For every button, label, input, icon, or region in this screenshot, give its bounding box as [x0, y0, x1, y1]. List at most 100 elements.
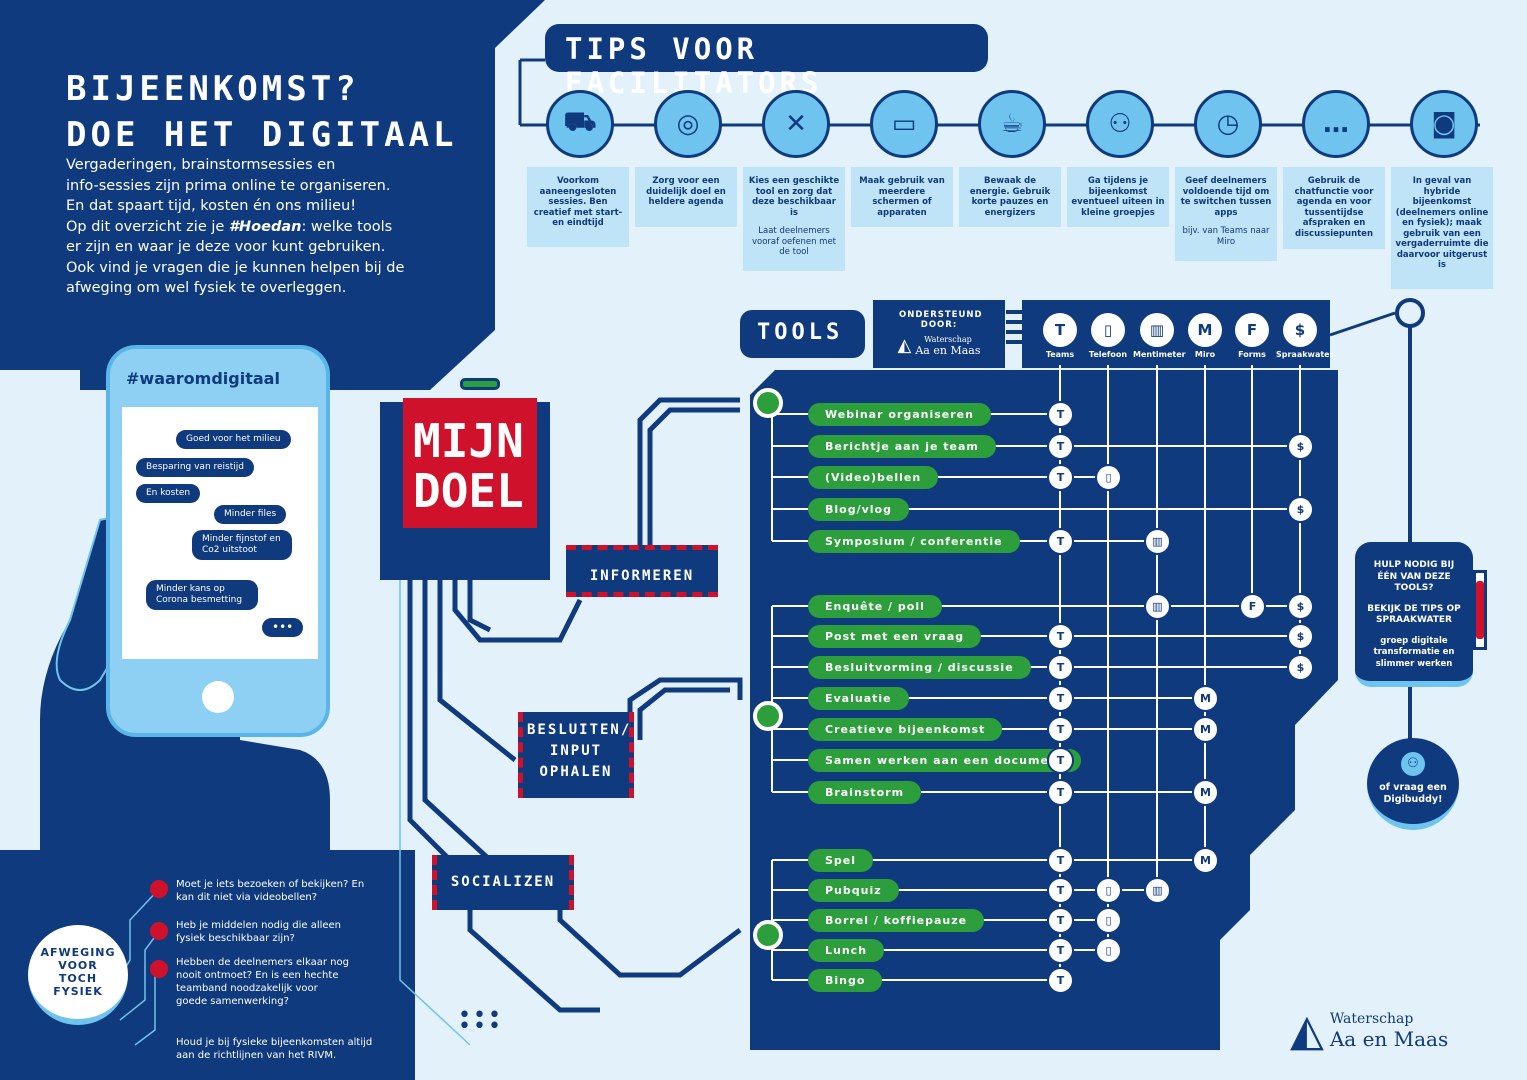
intro-line: Op dit overzicht zie je #Hoedan: welke t… — [66, 217, 456, 238]
activity-pill[interactable]: Berichtje aan je team — [808, 435, 996, 458]
chat-bubble: Minder files — [214, 505, 287, 524]
teams-icon[interactable]: T — [1047, 937, 1074, 964]
coffee-icon: ☕ — [978, 90, 1046, 158]
activity-pill[interactable]: (Video)bellen — [808, 466, 939, 489]
miro-icon[interactable]: M — [1192, 685, 1219, 712]
chat-bubble: Goed voor het milieu — [176, 430, 291, 449]
telefoon-icon[interactable]: ▯ — [1095, 937, 1122, 964]
small-logo-line-1: Waterschap — [924, 335, 972, 344]
teams-icon[interactable]: T — [1047, 685, 1074, 712]
intro-line: info-sessies zijn prima online te organi… — [66, 177, 391, 194]
activity-pill[interactable]: Borrel / koffiepauze — [808, 909, 985, 932]
devices-icon: ▭ — [870, 90, 938, 158]
afweging-question-2: Heb je middelen nodig die alleen fysiek … — [176, 920, 342, 944]
activity-pill[interactable]: Spel — [808, 849, 874, 872]
telefoon-icon[interactable]: ▯ — [1095, 907, 1122, 934]
tip-text: In geval van hybride bijeenkomst (deelne… — [1395, 176, 1489, 270]
spraakwater-icon[interactable]: $ — [1287, 623, 1314, 650]
chat-bubble: Minder kans op Corona besmetting — [146, 580, 258, 610]
miro-icon[interactable]: M — [1192, 716, 1219, 743]
intro-part: : welke tools — [301, 218, 393, 235]
title-line-2: DOE HET DIGITAAL — [66, 115, 458, 155]
teams-icon[interactable]: T — [1047, 401, 1074, 428]
category-informeren-label: INFORMEREN — [589, 568, 695, 584]
help-group: groep digitale transformatie en slimmer … — [1373, 635, 1455, 669]
activity-pill[interactable]: Besluitvorming / discussie — [808, 656, 1031, 679]
teams-icon[interactable]: T — [1047, 623, 1074, 650]
tool-mentimeter[interactable]: ▥Mentimeter — [1133, 313, 1186, 359]
page-title: BIJEENKOMST? DOE HET DIGITAAL — [66, 66, 458, 158]
tool-telefoon[interactable]: ▯Telefoon — [1084, 313, 1132, 359]
tool-label: Forms — [1238, 350, 1266, 359]
tool-label: Miro — [1194, 350, 1216, 359]
help-box-port — [1473, 570, 1487, 650]
teams-icon[interactable]: T — [1047, 779, 1074, 806]
tip-text: Gebruik de chatfunctie voor agenda en vo… — [1294, 176, 1374, 239]
activity-pill[interactable]: Blog/vlog — [808, 498, 909, 521]
tool-spraakwater[interactable]: $Spraakwater — [1276, 313, 1334, 359]
teams-icon[interactable]: T — [1047, 967, 1074, 994]
teams-icon[interactable]: T — [1047, 716, 1074, 743]
telefoon-icon[interactable]: ▯ — [1095, 877, 1122, 904]
teams-icon[interactable]: T — [1047, 747, 1074, 774]
category-informeren: INFORMEREN — [566, 545, 718, 597]
afweging-note: Houd je bij fysieke bijeenkomsten altijd… — [176, 1037, 373, 1061]
activity-pill[interactable]: Creatieve bijeenkomst — [808, 718, 1003, 741]
teams-icon[interactable]: T — [1047, 654, 1074, 681]
spraakwater-icon[interactable]: $ — [1287, 593, 1314, 620]
tip-card: Kies een geschikte tool en zorg dat deze… — [743, 167, 845, 271]
spraakwater-icon[interactable]: $ — [1287, 433, 1314, 460]
forms-icon[interactable]: F — [1239, 593, 1266, 620]
teams-icon[interactable]: T — [1047, 433, 1074, 460]
tools-label: TOOLS — [757, 320, 844, 345]
activity-pill[interactable]: Samen werken aan een document — [808, 749, 1081, 772]
miro-icon[interactable]: M — [1192, 847, 1219, 874]
people-icon: ⚇ — [1401, 752, 1425, 776]
intro-line: Ook vind je vragen die je kunnen helpen … — [66, 259, 405, 276]
phone-home-button[interactable] — [202, 681, 234, 713]
tip-card: Gebruik de chatfunctie voor agenda en vo… — [1283, 167, 1385, 249]
tool-miro[interactable]: M Miro — [1181, 313, 1229, 359]
afweging-badge-label: AFWEGING VOOR TOCH FYSIEK — [40, 946, 116, 998]
spraakwater-icon[interactable]: $ — [1287, 654, 1314, 681]
teams-icon[interactable]: T — [1047, 907, 1074, 934]
spraakwater-icon[interactable]: $ — [1287, 496, 1314, 523]
intro-line: En dat spaart tijd, kosten én ons milieu… — [66, 198, 357, 214]
miro-icon: M — [1188, 313, 1222, 347]
miro-icon[interactable]: M — [1192, 779, 1219, 806]
phone-hashtag: #waaromdigitaal — [126, 369, 280, 388]
activity-pill[interactable]: Post met een vraag — [808, 625, 982, 648]
teams-icon[interactable]: T — [1047, 528, 1074, 555]
goal-chip-led — [460, 378, 500, 390]
activity-pill[interactable]: Evaluatie — [808, 687, 909, 710]
digibuddy-badge[interactable]: ⚇ of vraag een Digibuddy! — [1367, 738, 1459, 830]
activity-pill[interactable]: Symposium / conferentie — [808, 530, 1020, 553]
teams-icon[interactable]: T — [1047, 877, 1074, 904]
car-icon: ⛟ — [546, 90, 614, 158]
activity-pill[interactable]: Enquête / poll — [808, 595, 942, 618]
activity-pill[interactable]: Brainstorm — [808, 781, 922, 804]
hashtag-hoedan: #Hoedan — [228, 218, 302, 235]
mentimeter-icon[interactable]: ▥ — [1144, 528, 1171, 555]
supported-by-box: ONDERSTEUND DOOR: ◭ Waterschap Aa en Maa… — [873, 300, 1005, 368]
activity-pill[interactable]: Pubquiz — [808, 879, 899, 902]
afweging-badge: AFWEGING VOOR TOCH FYSIEK — [28, 925, 128, 1025]
mentimeter-icon[interactable]: ▥ — [1144, 877, 1171, 904]
activity-pill[interactable]: Bingo — [808, 969, 883, 992]
tip-card: Voorkom aaneengesloten sessies. Ben crea… — [527, 167, 629, 247]
waterschap-logo-icon: ◭ — [897, 334, 912, 356]
teams-icon[interactable]: T — [1047, 847, 1074, 874]
telefoon-icon[interactable]: ▯ — [1095, 464, 1122, 491]
teams-icon[interactable]: T — [1047, 464, 1074, 491]
mentimeter-icon[interactable]: ▥ — [1144, 593, 1171, 620]
activity-pill[interactable]: Webinar organiseren — [808, 403, 991, 426]
chat-bubble: En kosten — [136, 484, 201, 503]
tool-label: Teams — [1045, 350, 1075, 359]
activity-pill[interactable]: Lunch — [808, 939, 885, 962]
tip-text: Zorg voor een duidelijk doel en heldere … — [646, 176, 726, 207]
small-logo-line-2: Aa en Maas — [915, 344, 981, 357]
intro-part: Op dit overzicht zie je — [66, 218, 229, 235]
goal-label: MIJN DOEL — [403, 398, 537, 528]
